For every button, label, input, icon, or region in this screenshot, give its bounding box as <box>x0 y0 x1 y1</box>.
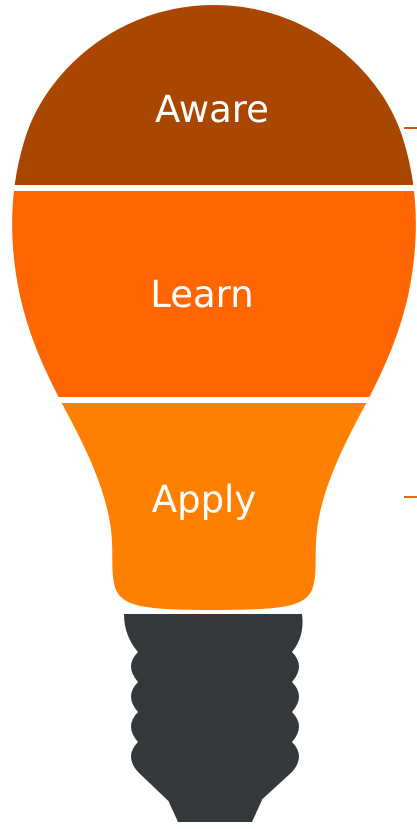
segment-learn <box>12 188 416 400</box>
segment-apply-label: Apply <box>152 478 256 521</box>
bulb-base <box>124 614 303 822</box>
separator-aware-learn <box>12 185 416 191</box>
segment-aware-label: Aware <box>155 88 269 131</box>
bulb-base-tip <box>168 800 262 822</box>
bulb-base-cap <box>124 614 303 814</box>
segment-learn-label: Learn <box>150 273 253 316</box>
separator-learn-apply <box>12 397 416 403</box>
